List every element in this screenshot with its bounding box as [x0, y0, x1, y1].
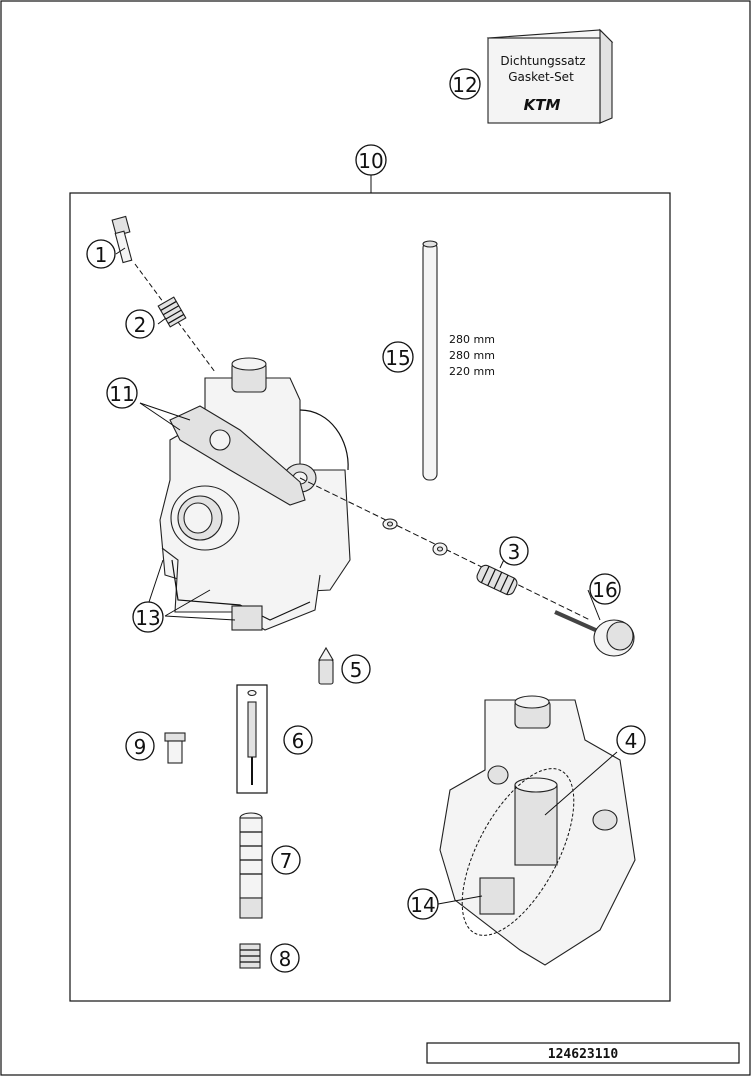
callout-2: 2 — [125, 309, 155, 339]
hose-length-3: 220 mm — [449, 365, 495, 378]
ktm-logo: KTM — [524, 96, 561, 114]
leader-16 — [587, 589, 601, 621]
callout-10: 10 — [355, 144, 387, 176]
adjuster-screw — [554, 610, 635, 657]
svg-text:5: 5 — [350, 658, 363, 682]
leader-13a — [164, 589, 211, 617]
float-needle — [318, 646, 334, 685]
callout-13: 13 — [132, 601, 164, 633]
carburetor-detail-view — [439, 695, 636, 966]
leader-11a — [139, 402, 181, 431]
svg-text:1: 1 — [95, 243, 108, 267]
callout-8: 8 — [270, 943, 300, 973]
svg-text:16: 16 — [592, 578, 617, 602]
leader-11b — [139, 402, 191, 421]
svg-text:9: 9 — [134, 735, 147, 759]
callout-12: 12 — [449, 68, 481, 100]
needle-jet — [239, 812, 263, 919]
leader-14 — [437, 895, 483, 905]
reference-number: 124623110 — [548, 1047, 619, 1062]
callout-14: 14 — [407, 888, 439, 920]
gasket-box-line1: Dichtungssatz — [500, 54, 585, 68]
carburetor-body — [159, 357, 351, 631]
gasket-box-line2: Gasket-Set — [508, 70, 574, 84]
leader-13c — [147, 559, 164, 606]
svg-text:12: 12 — [452, 73, 477, 97]
hose-length-1: 280 mm — [449, 333, 495, 346]
callout-5: 5 — [341, 654, 371, 684]
svg-text:4: 4 — [625, 729, 638, 753]
callout-11: 11 — [106, 377, 138, 409]
callout-7: 7 — [271, 845, 301, 875]
callout-6: 6 — [283, 725, 313, 755]
svg-text:3: 3 — [508, 540, 521, 564]
callout-9: 9 — [125, 731, 155, 761]
hose-length-2: 280 mm — [449, 349, 495, 362]
svg-text:11: 11 — [109, 382, 134, 406]
svg-text:8: 8 — [279, 947, 292, 971]
leader-4 — [544, 751, 618, 816]
needle-box — [236, 684, 268, 794]
reference-box — [426, 1042, 740, 1064]
callout-1: 1 — [86, 239, 116, 269]
svg-text:10: 10 — [358, 149, 383, 173]
svg-text:15: 15 — [385, 346, 410, 370]
svg-text:7: 7 — [280, 849, 293, 873]
gasket-set-box: Dichtungssatz Gasket-Set KTM — [486, 28, 614, 124]
carburetor-assembly-frame — [69, 192, 671, 1002]
leader-1 — [115, 247, 126, 255]
hose: 280 mm 280 mm 220 mm — [422, 240, 495, 481]
adjuster-spring — [476, 564, 518, 596]
screw-and-spring — [111, 215, 216, 373]
svg-text:14: 14 — [410, 893, 435, 917]
svg-text:6: 6 — [292, 729, 305, 753]
leader-2 — [157, 317, 167, 325]
jet-needle — [247, 689, 257, 785]
callout-4: 4 — [616, 725, 646, 755]
idle-jet — [164, 732, 186, 764]
callout-15: 15 — [382, 341, 414, 373]
leader-13b — [164, 615, 236, 621]
svg-text:13: 13 — [135, 606, 160, 630]
main-jet — [239, 943, 261, 969]
callout-16: 16 — [589, 573, 621, 605]
svg-text:2: 2 — [134, 313, 147, 337]
callout-3: 3 — [499, 536, 529, 566]
